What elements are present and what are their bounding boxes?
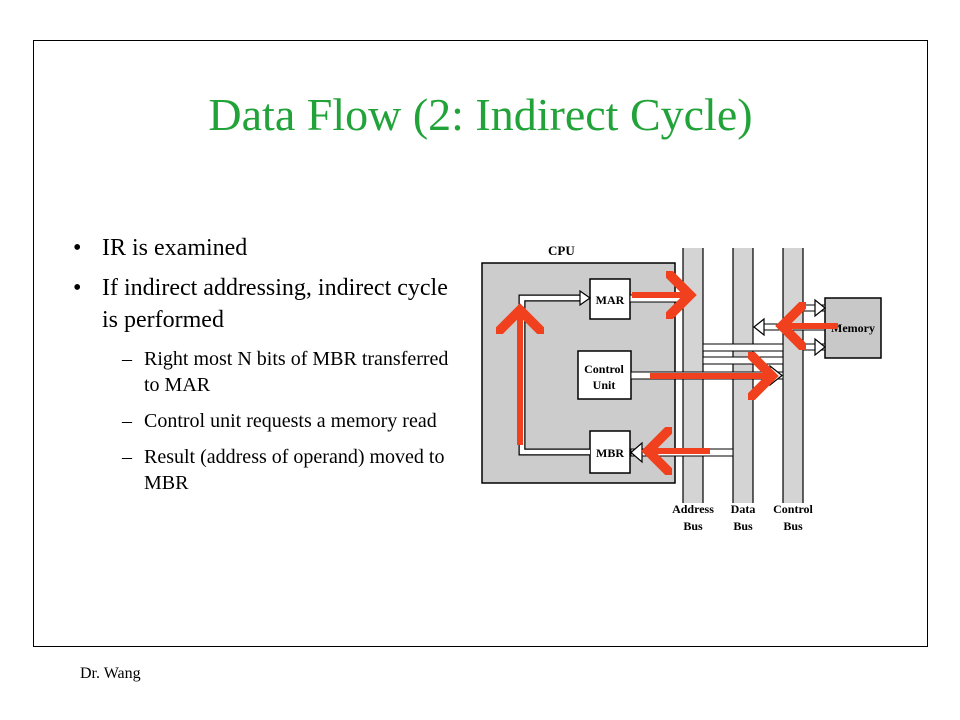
mar-input-arrowhead: [579, 289, 592, 307]
footer-author: Dr. Wang: [80, 665, 141, 682]
bus-link-lower: [702, 356, 784, 365]
sub-bullet-list: – Right most N bits of MBR transferred t…: [60, 346, 450, 496]
sub-bullet-item: – Control unit requests a memory read: [60, 408, 450, 434]
mar-label: MAR: [596, 293, 625, 307]
sub-bullet-dash: –: [122, 446, 132, 468]
bullet-text: If indirect addressing, indirect cycle i…: [102, 275, 448, 333]
sub-bullet-item: – Right most N bits of MBR transferred t…: [60, 346, 450, 398]
memory-address-arrowhead: [814, 298, 826, 318]
control-bus-label-line1: Control: [773, 502, 813, 516]
sub-bullet-text: Result (address of operand) moved to MBR: [144, 446, 445, 494]
sub-bullet-dash: –: [122, 348, 132, 370]
data-bus-label-line2: Bus: [733, 519, 753, 533]
memory-data-arrowhead: [753, 317, 765, 337]
address-bus-label-line1: Address: [672, 502, 714, 516]
mbr-label: MBR: [596, 446, 624, 460]
control-bus: [783, 248, 803, 503]
data-bus-label-line1: Data: [731, 502, 756, 516]
bus-link-upper: [702, 343, 784, 352]
bullet-list: • IR is examined • If indirect addressin…: [60, 232, 450, 506]
memory-control-arrowhead: [814, 337, 826, 357]
memory-label: Memory: [831, 321, 875, 335]
sub-bullet-dash: –: [122, 410, 132, 432]
control-bus-label-line2: Bus: [783, 519, 803, 533]
sub-bullet-text: Right most N bits of MBR transferred to …: [144, 348, 449, 396]
cpu-bus-diagram: CPU MAR Control Unit MBR Memory Address …: [481, 243, 882, 533]
mbr-register: [589, 430, 631, 474]
bullet-item: • IR is examined: [60, 232, 450, 264]
bullet-dot: •: [73, 235, 82, 261]
control-unit-label-line1: Control: [584, 362, 624, 376]
sub-bullet-text: Control unit requests a memory read: [144, 410, 437, 432]
sub-bullet-item: – Result (address of operand) moved to M…: [60, 444, 450, 496]
bullet-dot: •: [73, 275, 82, 301]
control-unit-label-line2: Unit: [593, 378, 616, 392]
bullet-item: • If indirect addressing, indirect cycle…: [60, 272, 450, 336]
address-bus-label-line2: Bus: [683, 519, 703, 533]
cpu-label: CPU: [548, 243, 575, 258]
slide-title: Data Flow (2: Indirect Cycle): [208, 89, 753, 140]
mar-register: [589, 278, 631, 320]
bullet-text: IR is examined: [102, 235, 248, 261]
slide-frame: [33, 40, 928, 647]
sub-bullet-group: – Right most N bits of MBR transferred t…: [60, 346, 450, 496]
